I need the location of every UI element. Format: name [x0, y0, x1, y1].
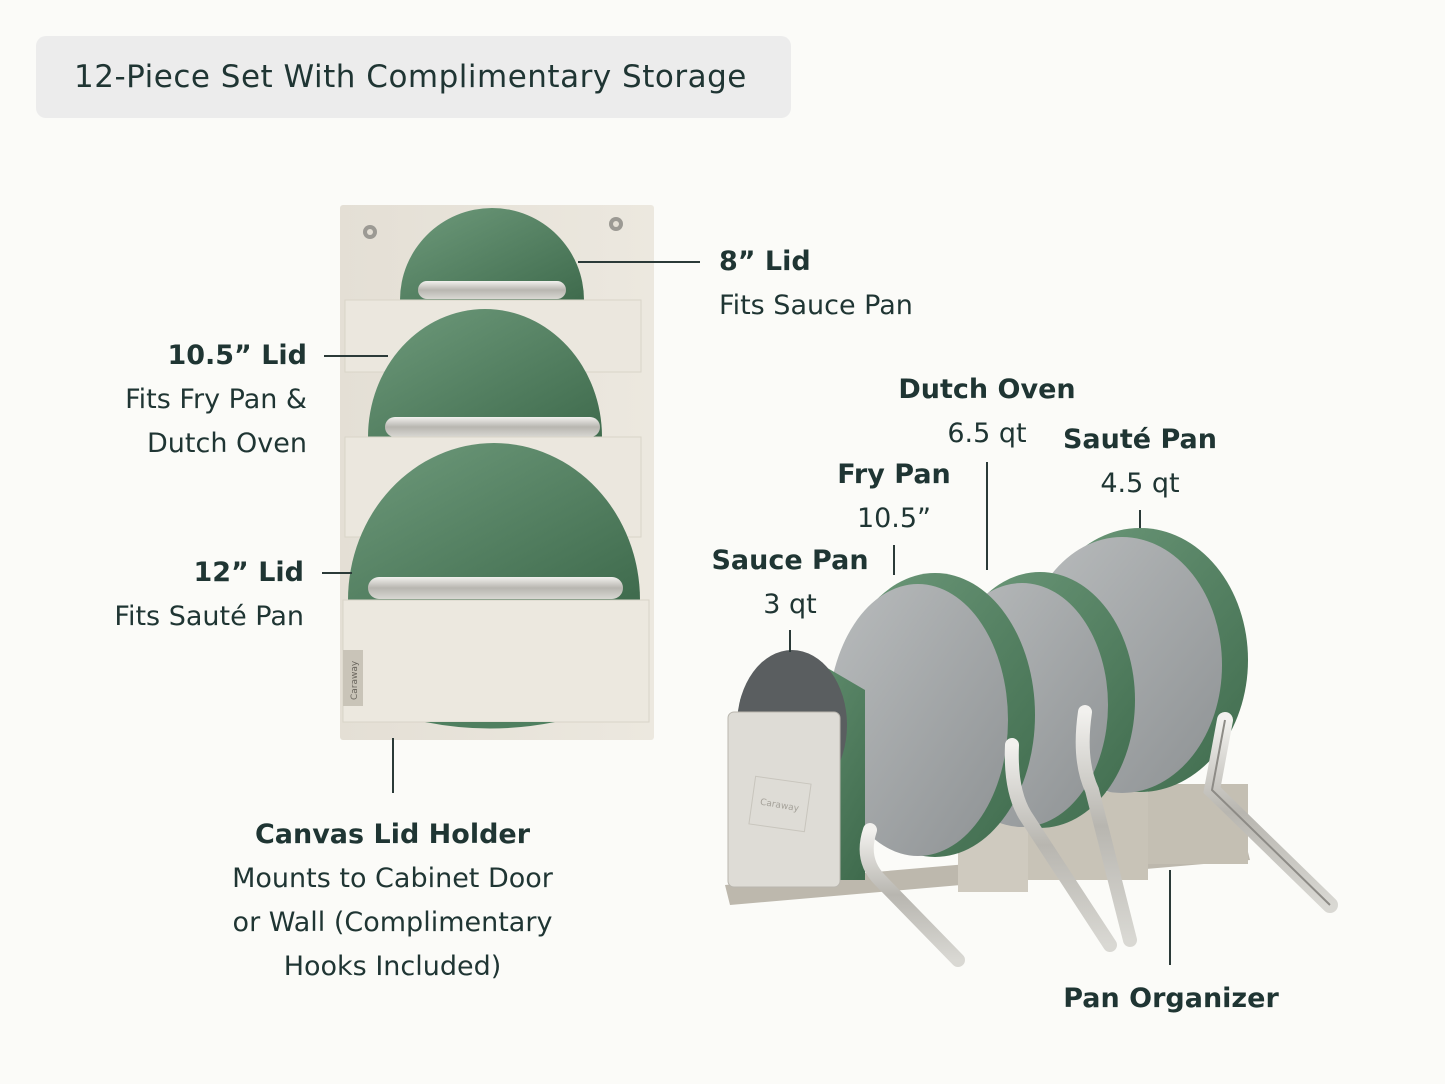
- page-title-text: 12-Piece Set With Complimentary Storage: [74, 59, 747, 95]
- fry-pan: [828, 573, 1117, 952]
- lid105-desc1: Fits Fry Pan &: [125, 384, 307, 415]
- holder-title: Canvas Lid Holder: [254, 819, 531, 850]
- canvas-lid-holder: Caraway: [340, 205, 654, 740]
- sauce-label: Sauce Pan 3 qt: [700, 539, 880, 627]
- holder-desc1: Mounts to Cabinet Door: [232, 863, 553, 894]
- sauce-leader-line: [789, 630, 791, 652]
- page-title: 12-Piece Set With Complimentary Storage: [36, 36, 791, 118]
- lid12-desc: Fits Sauté Pan: [114, 601, 304, 632]
- fry-size: 10.5”: [856, 503, 932, 534]
- fry-label: Fry Pan 10.5”: [814, 453, 974, 541]
- dutch-leader-line: [986, 462, 988, 570]
- dutch-label: Dutch Oven 6.5 qt: [887, 368, 1087, 456]
- sauce-pan: Caraway: [727, 650, 965, 967]
- saute-label: Sauté Pan 4.5 qt: [1050, 418, 1230, 506]
- lid105-title: 10.5” Lid: [167, 340, 307, 371]
- saute-size: 4.5 qt: [1100, 468, 1180, 499]
- lid105-leader-line: [324, 355, 388, 357]
- saute-leader-line: [1139, 510, 1141, 528]
- dutch-size: 6.5 qt: [947, 418, 1027, 449]
- holder-desc2: or Wall (Complimentary: [232, 907, 553, 938]
- fry-leader-line: [893, 545, 895, 575]
- dutch-title: Dutch Oven: [898, 374, 1076, 405]
- lid12-title: 12” Lid: [193, 557, 304, 588]
- sauce-size: 3 qt: [763, 589, 817, 620]
- lid105-desc2: Dutch Oven: [147, 428, 307, 459]
- lid8-desc: Fits Sauce Pan: [719, 290, 913, 321]
- organizer-title: Pan Organizer: [1063, 983, 1279, 1014]
- brand-tag: [343, 650, 363, 706]
- organizer-leader-line: [1169, 870, 1171, 965]
- lid-10-5-inch: [368, 309, 602, 437]
- organizer-label: Pan Organizer: [1040, 977, 1302, 1021]
- lid105-label: 10.5” Lid Fits Fry Pan & Dutch Oven: [60, 334, 307, 466]
- lid-8-inch: [400, 208, 584, 300]
- lid8-label: 8” Lid Fits Sauce Pan: [719, 240, 913, 328]
- saute-title: Sauté Pan: [1062, 424, 1217, 455]
- lid-12-inch: [348, 443, 640, 600]
- lid8-title: 8” Lid: [719, 246, 811, 277]
- lid8-leader-line: [578, 261, 700, 263]
- brand-tag-text: Caraway: [350, 660, 360, 700]
- holder-leader-line: [392, 738, 394, 793]
- holder-label: Canvas Lid Holder Mounts to Cabinet Door…: [190, 813, 595, 989]
- lid12-label: 12” Lid Fits Sauté Pan: [60, 551, 304, 639]
- holder-desc3: Hooks Included): [283, 951, 502, 982]
- sauce-title: Sauce Pan: [711, 545, 869, 576]
- lid12-leader-line: [322, 572, 352, 574]
- fry-title: Fry Pan: [837, 459, 951, 490]
